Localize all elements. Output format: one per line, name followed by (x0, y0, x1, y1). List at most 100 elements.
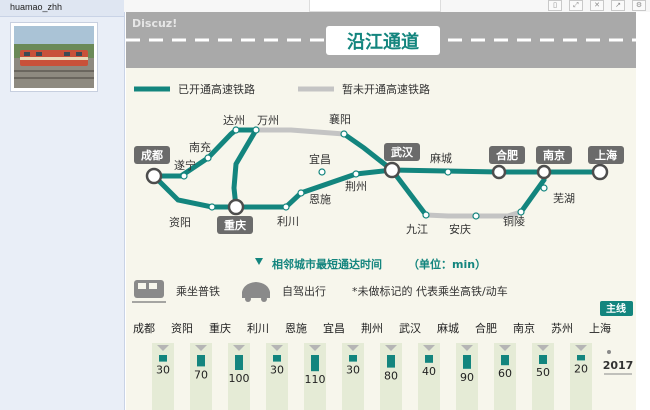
station-label-macheng: 麻城 (430, 151, 452, 165)
time-value-label: 50 (536, 366, 550, 379)
legend-open-label: 已开通高速铁路 (178, 82, 255, 96)
station-label-wuhan: 武汉 (391, 145, 414, 159)
station-label-suining: 遂宁 (174, 158, 196, 172)
key-car-label: 自驾出行 (282, 284, 326, 298)
city-label: 上海 (589, 321, 611, 335)
time-bar (311, 355, 319, 372)
time-value-label: 30 (346, 364, 360, 377)
time-bar (463, 355, 471, 369)
key-train-label: 乘坐普铁 (176, 284, 220, 298)
segment-backdrop (570, 343, 592, 410)
station-label-yichang: 宜昌 (309, 152, 331, 166)
segment-marker (575, 345, 587, 351)
segment-marker (309, 345, 321, 351)
username-link[interactable]: huamao_zhh (10, 2, 63, 12)
post-header-bar: ▯ ⤢ ✕ ↗ ⚙ (124, 0, 650, 12)
city-label: 合肥 (475, 321, 497, 335)
segment-backdrop (152, 343, 174, 410)
segment-marker (347, 345, 359, 351)
segment-marker (537, 345, 549, 351)
city-label: 利川 (247, 322, 269, 335)
time-value-label: 110 (305, 373, 326, 386)
station-label-jiujiang: 九江 (406, 223, 428, 236)
city-label: 成都 (133, 322, 155, 335)
station-label-nanchong: 南充 (189, 140, 211, 154)
station-label-ziyang: 资阳 (169, 216, 191, 229)
city-label: 宜昌 (323, 321, 345, 335)
segment-backdrop (266, 343, 288, 410)
segment-backdrop (418, 343, 440, 410)
share-icon[interactable]: ↗ (611, 0, 625, 11)
time-value-label: 100 (229, 372, 250, 385)
segment-marker (233, 345, 245, 351)
segment-marker (271, 345, 283, 351)
segment-marker (499, 345, 511, 351)
station-label-xiangyang: 襄阳 (329, 112, 351, 126)
station-label-chongqing: 重庆 (224, 218, 246, 232)
time-bar (235, 355, 243, 370)
time-value-label: 40 (422, 365, 436, 378)
sidebar: huamao_zhh (0, 0, 125, 410)
segment-backdrop (304, 343, 326, 410)
time-value-label: 90 (460, 371, 474, 384)
station-label-nanjing: 南京 (543, 148, 565, 162)
station-label-chengdu: 成都 (141, 148, 163, 162)
segment-backdrop (190, 343, 212, 410)
segment-marker (385, 345, 397, 351)
time-value-label: 20 (574, 362, 588, 375)
time-bar (273, 355, 281, 362)
page-title: 沿江通道 (347, 31, 419, 53)
time-bar (425, 355, 433, 363)
car-icon (242, 282, 270, 302)
time-bar (539, 355, 547, 364)
time-value-label: 30 (270, 364, 284, 377)
city-label: 荆州 (361, 322, 383, 335)
year-label: 2017 (603, 359, 634, 372)
segment-backdrop (228, 343, 250, 410)
section-unit: （单位：min） (408, 257, 486, 271)
time-bar (577, 355, 585, 361)
station-label-jingzhou: 荆州 (345, 180, 367, 193)
time-value-label: 60 (498, 367, 512, 380)
time-bar (387, 355, 395, 368)
image-toolbar: ▯ ⤢ ✕ ↗ ⚙ (548, 0, 646, 12)
segment-marker (423, 345, 435, 351)
segment-marker (195, 345, 207, 351)
time-bar (501, 355, 509, 366)
segment-backdrop (342, 343, 364, 410)
segment-marker (157, 345, 169, 351)
main-line-tag (600, 301, 633, 316)
rail-infographic: Discuz! 沿江通道 已开通高速铁路 暂未开通高速铁路 成都 重庆 (126, 12, 636, 410)
time-value-label: 80 (384, 370, 398, 383)
city-label: 苏州 (551, 322, 573, 335)
segment-backdrop (380, 343, 402, 410)
phone-icon[interactable]: ▯ (548, 0, 562, 11)
avatar[interactable] (10, 22, 98, 92)
segment-backdrop (456, 343, 478, 410)
watermark-text: Discuz! (132, 17, 177, 30)
city-label: 南京 (513, 321, 535, 335)
time-value-label: 30 (156, 364, 170, 377)
time-value-label: 70 (194, 368, 208, 381)
station-label-hefei: 合肥 (496, 148, 518, 162)
station-label-wuhu: 芜湖 (553, 191, 575, 205)
year-dot (607, 350, 611, 354)
gear-icon[interactable]: ⚙ (632, 0, 646, 11)
station-label-tongling: 铜陵 (503, 214, 525, 228)
expand-icon[interactable]: ⤢ (569, 0, 583, 11)
time-bar (197, 355, 205, 367)
sidebar-header: huamao_zhh (0, 0, 124, 17)
triangle-down-icon (255, 258, 263, 265)
station-label-anqing: 安庆 (449, 222, 471, 236)
segment-backdrop (532, 343, 554, 410)
station-label-enshi: 恩施 (309, 193, 331, 206)
city-label: 恩施 (285, 322, 307, 335)
train-icon (132, 280, 166, 303)
major-stations (145, 161, 609, 216)
city-label: 麻城 (437, 321, 459, 335)
segment-marker (461, 345, 473, 351)
time-bar (159, 355, 167, 362)
avatar-train-photo (14, 26, 94, 88)
shrink-icon[interactable]: ✕ (590, 0, 604, 11)
station-label-lichuan: 利川 (277, 215, 299, 228)
